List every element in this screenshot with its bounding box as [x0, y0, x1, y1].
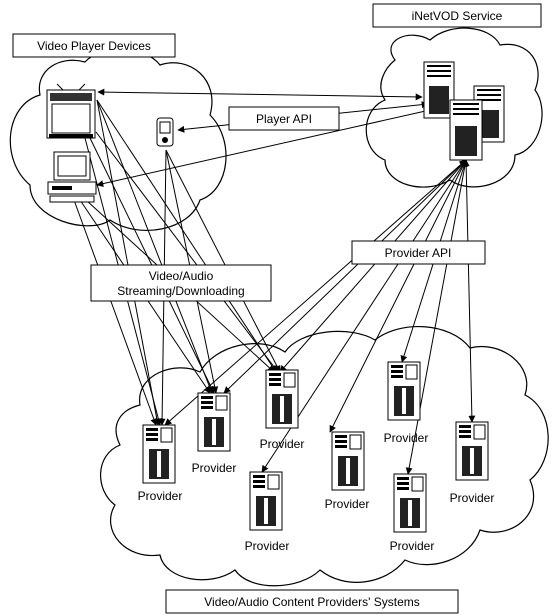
- desktop-computer-icon: [47, 151, 97, 203]
- player-api-label: Player API: [256, 112, 312, 126]
- devices-title: Video Player Devices: [37, 39, 151, 53]
- player-api-arrow-pc: [96, 107, 431, 188]
- provider-label: Provider: [450, 491, 495, 505]
- providers-group: ProviderProviderProviderProviderProvider…: [138, 361, 495, 553]
- provider-label: Provider: [260, 437, 305, 451]
- provider-api-label: Provider API: [385, 246, 452, 260]
- service-server-icon: [423, 61, 505, 161]
- provider-api-arrow-7: [405, 159, 469, 475]
- provider-server-icon: [142, 424, 176, 484]
- provider-server-icon: [393, 473, 427, 533]
- tv-set-icon: [46, 83, 96, 139]
- provider-label: Provider: [325, 497, 370, 511]
- provider-server-icon: [331, 431, 365, 491]
- devices-title-box: [12, 33, 176, 58]
- streaming-box: [90, 264, 272, 302]
- provider-server-icon: [249, 471, 283, 531]
- provider-label: Provider: [138, 489, 183, 503]
- service-title-box: [372, 3, 542, 28]
- providers-title: Video/Audio Content Providers' Systems: [204, 595, 420, 609]
- provider-server-icon: [265, 369, 299, 429]
- provider-api-box: [351, 240, 486, 265]
- provider-label: Provider: [192, 461, 237, 475]
- provider-server-icon: [387, 361, 421, 421]
- provider-server-icon: [197, 392, 231, 452]
- streaming-label-line1: Video/Audio: [149, 269, 214, 283]
- player-api-box: [228, 106, 340, 131]
- providers-title-box: [165, 589, 459, 614]
- service-title: iNetVOD Service: [412, 9, 503, 23]
- provider-label: Provider: [245, 539, 290, 553]
- provider-label: Provider: [390, 539, 435, 553]
- provider-api-arrow-8: [462, 159, 476, 423]
- handheld-device-icon: [156, 117, 174, 147]
- provider-server-icon: [455, 421, 489, 481]
- player-api-arrow-tv: [97, 88, 423, 101]
- streaming-label-line2: Streaming/Downloading: [117, 284, 244, 298]
- provider-label: Provider: [384, 431, 429, 445]
